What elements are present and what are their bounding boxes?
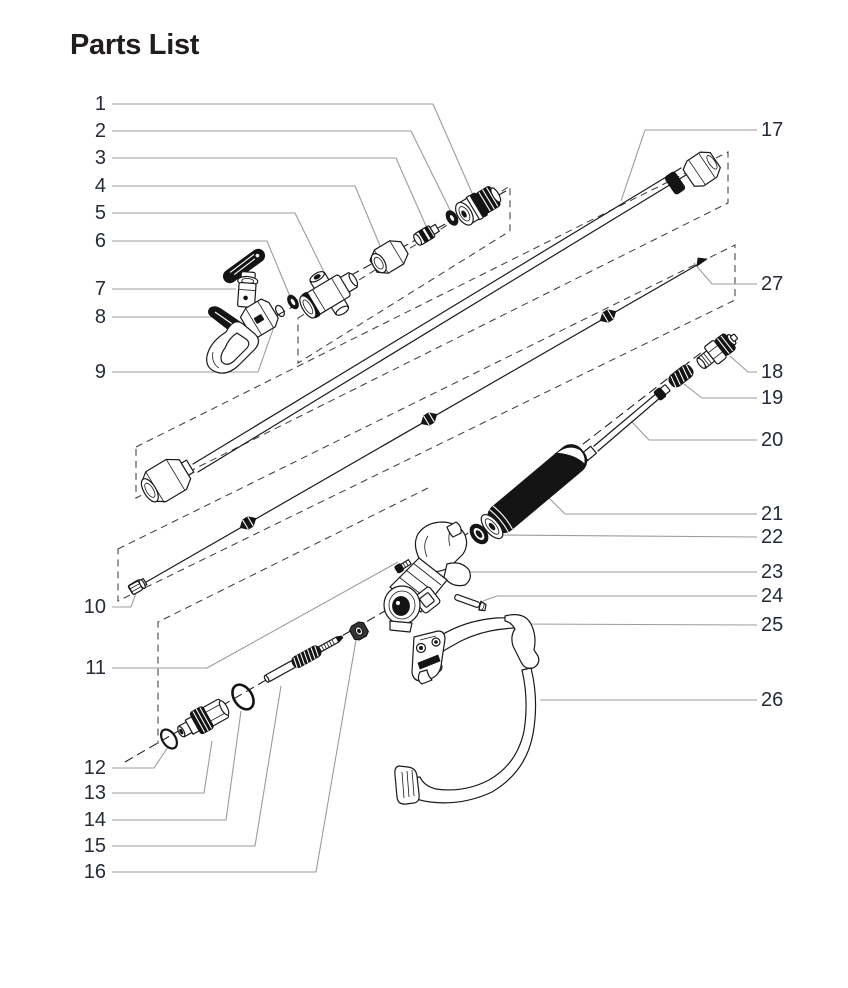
callout-18-number: 18 — [761, 361, 783, 383]
part-26-trigger-guard-drawing — [394, 614, 540, 805]
callout-18-leader — [729, 355, 757, 373]
part-19-spring-drawing — [668, 364, 694, 388]
callout-5-leader — [112, 212, 327, 277]
page-title: Parts List — [70, 29, 200, 61]
callout-27-leader — [693, 262, 757, 285]
part-22-packing-washer-drawing — [469, 523, 489, 545]
callout-9-number: 9 — [95, 361, 106, 383]
callout-numbers: 1234567891011121314151617271819202122232… — [84, 93, 784, 883]
part-12-o-ring-drawing — [159, 728, 179, 750]
part-16-packing-nut-drawing — [349, 621, 369, 641]
callout-16-number: 16 — [84, 861, 106, 883]
callout-17-leader — [620, 129, 757, 202]
part-17-extension-tube-drawing — [140, 151, 721, 503]
callout-3-number: 3 — [95, 147, 106, 169]
part-7-spray-tip-drawing — [222, 248, 266, 309]
parts-artwork — [127, 151, 738, 805]
callout-27-number: 27 — [761, 273, 783, 295]
callout-13-number: 13 — [84, 782, 106, 804]
callout-5-number: 5 — [95, 202, 106, 224]
callout-1-number: 1 — [95, 93, 106, 115]
callout-13-leader — [112, 740, 213, 794]
callout-19-number: 19 — [761, 387, 783, 409]
callout-1-leader — [112, 103, 473, 194]
part-25-trigger-drawing — [411, 617, 519, 685]
part-4-hex-nut-drawing — [369, 240, 409, 274]
callout-10-leader — [112, 592, 137, 608]
axis-filter-chain — [124, 607, 391, 763]
callout-19-leader — [683, 383, 757, 399]
callout-2-number: 2 — [95, 120, 106, 142]
part-13-filter-housing-drawing — [177, 698, 230, 738]
callout-3-leader — [112, 157, 427, 227]
callout-leader-lines — [112, 103, 758, 873]
callout-21-number: 21 — [761, 503, 783, 525]
part-14-o-ring-drawing — [231, 683, 255, 711]
callout-7-number: 7 — [95, 278, 106, 300]
callout-14-leader — [112, 710, 242, 821]
axis-tip-valve-chain — [227, 190, 507, 343]
part-11-set-screw-drawing — [394, 559, 412, 574]
callout-4-leader — [112, 185, 382, 249]
box-fitting-group — [297, 185, 511, 364]
callout-21-leader — [545, 494, 757, 515]
part-3-fitting-drawing — [413, 223, 440, 246]
callout-12-number: 12 — [84, 757, 106, 779]
part-1-coupler-drawing — [455, 186, 502, 226]
callout-24-number: 24 — [761, 585, 783, 607]
part-21-handle-grip-drawing — [480, 444, 588, 540]
callout-15-number: 15 — [84, 835, 106, 857]
part-20-tube-drawing — [576, 384, 671, 466]
part-2-washer-drawing — [445, 210, 459, 226]
callout-6-leader — [112, 240, 292, 300]
part-6-gasket-drawing — [287, 294, 299, 310]
part-9-tip-guard-drawing — [206, 298, 279, 374]
rod-union-joint — [420, 412, 438, 426]
callout-20-number: 20 — [761, 429, 783, 451]
rod-union-joint — [239, 516, 257, 530]
callout-4-number: 4 — [95, 175, 106, 197]
callout-22-number: 22 — [761, 526, 783, 548]
part-10-rod-nut-drawing — [128, 579, 146, 595]
callout-24-leader — [482, 595, 757, 602]
callout-25-number: 25 — [761, 614, 783, 636]
callout-22-leader — [498, 534, 758, 538]
rod-union-joint — [599, 309, 617, 323]
callout-25-leader — [516, 623, 758, 626]
callout-9-leader — [112, 317, 278, 373]
callout-11-number: 11 — [85, 657, 106, 679]
callout-10-number: 10 — [84, 596, 106, 618]
callout-20-leader — [631, 421, 757, 441]
callout-2-leader — [112, 130, 453, 215]
callout-6-number: 6 — [95, 230, 106, 252]
box-extension-tube — [135, 151, 729, 499]
callout-8-number: 8 — [95, 306, 106, 328]
box-extension-rod — [117, 244, 736, 602]
callout-26-number: 26 — [761, 689, 783, 711]
callout-12-leader — [112, 746, 169, 769]
box-filter-group — [157, 487, 429, 744]
part-24-pivot-pin-drawing — [454, 594, 487, 612]
part-15-needle-assembly-drawing — [263, 635, 344, 683]
part-23-gun-head-drawing — [383, 521, 471, 674]
part-18-valve-fitting-drawing — [696, 333, 738, 370]
callout-23-number: 23 — [761, 561, 783, 583]
callout-17-number: 17 — [761, 119, 783, 141]
callout-14-number: 14 — [84, 809, 106, 831]
dashed-group-boxes — [117, 151, 736, 744]
callout-11-leader — [112, 561, 399, 669]
callout-15-leader — [112, 685, 282, 847]
part-5-valve-body-drawing — [299, 271, 359, 319]
part-9-seal-washer-drawing — [275, 304, 285, 318]
callout-16-leader — [112, 639, 357, 873]
